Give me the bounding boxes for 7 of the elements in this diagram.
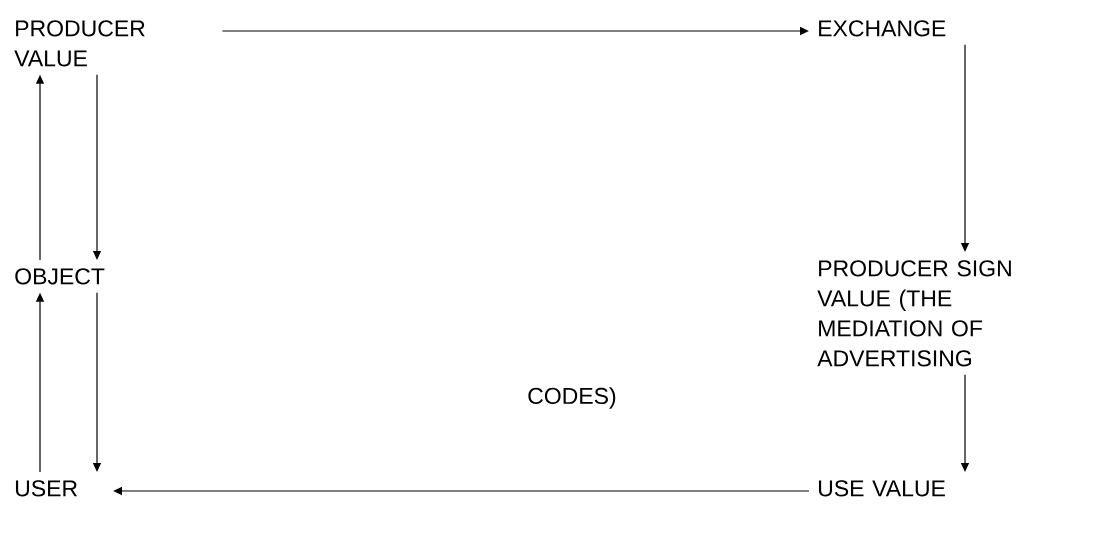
- node-text: PRODUCER SIGN VALUE (THE MEDIATION OF ADVERTISING: [817, 260, 1011, 367]
- node-text: PRODUCER VALUE: [14, 20, 145, 67]
- node-text: USE VALUE: [819, 480, 945, 497]
- node-text: USER: [15, 480, 78, 497]
- node-text: EXCHANGE: [819, 20, 946, 37]
- free-text: CODES): [528, 387, 616, 409]
- node-text: OBJECT: [15, 268, 105, 285]
